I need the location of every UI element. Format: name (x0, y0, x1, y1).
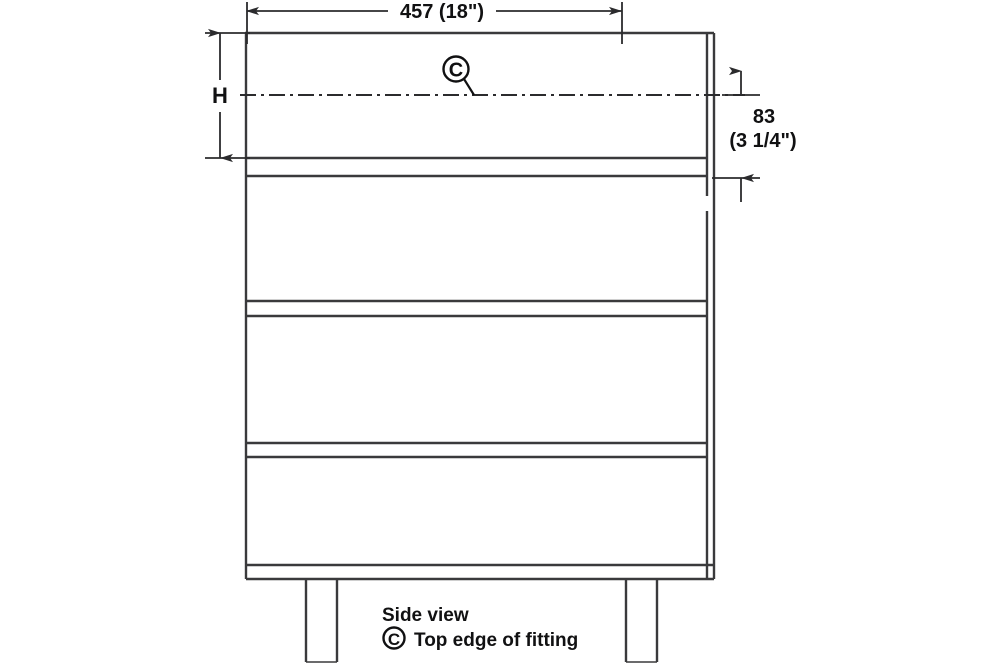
offset-dimension-imperial: (3 1/4") (729, 130, 796, 152)
legend-callout-c-bubble (382, 626, 406, 650)
callout-c-bubble (442, 55, 470, 83)
callout-c-leader-line (463, 78, 475, 96)
callout-c: C (442, 55, 475, 96)
cabinet-body (244, 31, 716, 581)
legend-callout-c-text: Top edge of fitting (414, 630, 578, 651)
caption-block: Side view C Top edge of fitting (382, 605, 578, 651)
dimension-fitting-offset-83: 83 (3 1/4") (712, 66, 797, 202)
offset-dimension-metric: 83 (753, 106, 775, 128)
legend-callout-c-symbol: C (388, 630, 400, 649)
height-dimension-label: H (212, 83, 228, 108)
dimension-width-457: 457 (18") (246, 1, 623, 44)
view-label: Side view (382, 605, 469, 626)
width-dimension-label: 457 (18") (400, 1, 484, 23)
callout-c-symbol: C (449, 60, 463, 82)
dimension-height-H: H (205, 28, 250, 163)
cabinet-legs (304, 580, 659, 663)
